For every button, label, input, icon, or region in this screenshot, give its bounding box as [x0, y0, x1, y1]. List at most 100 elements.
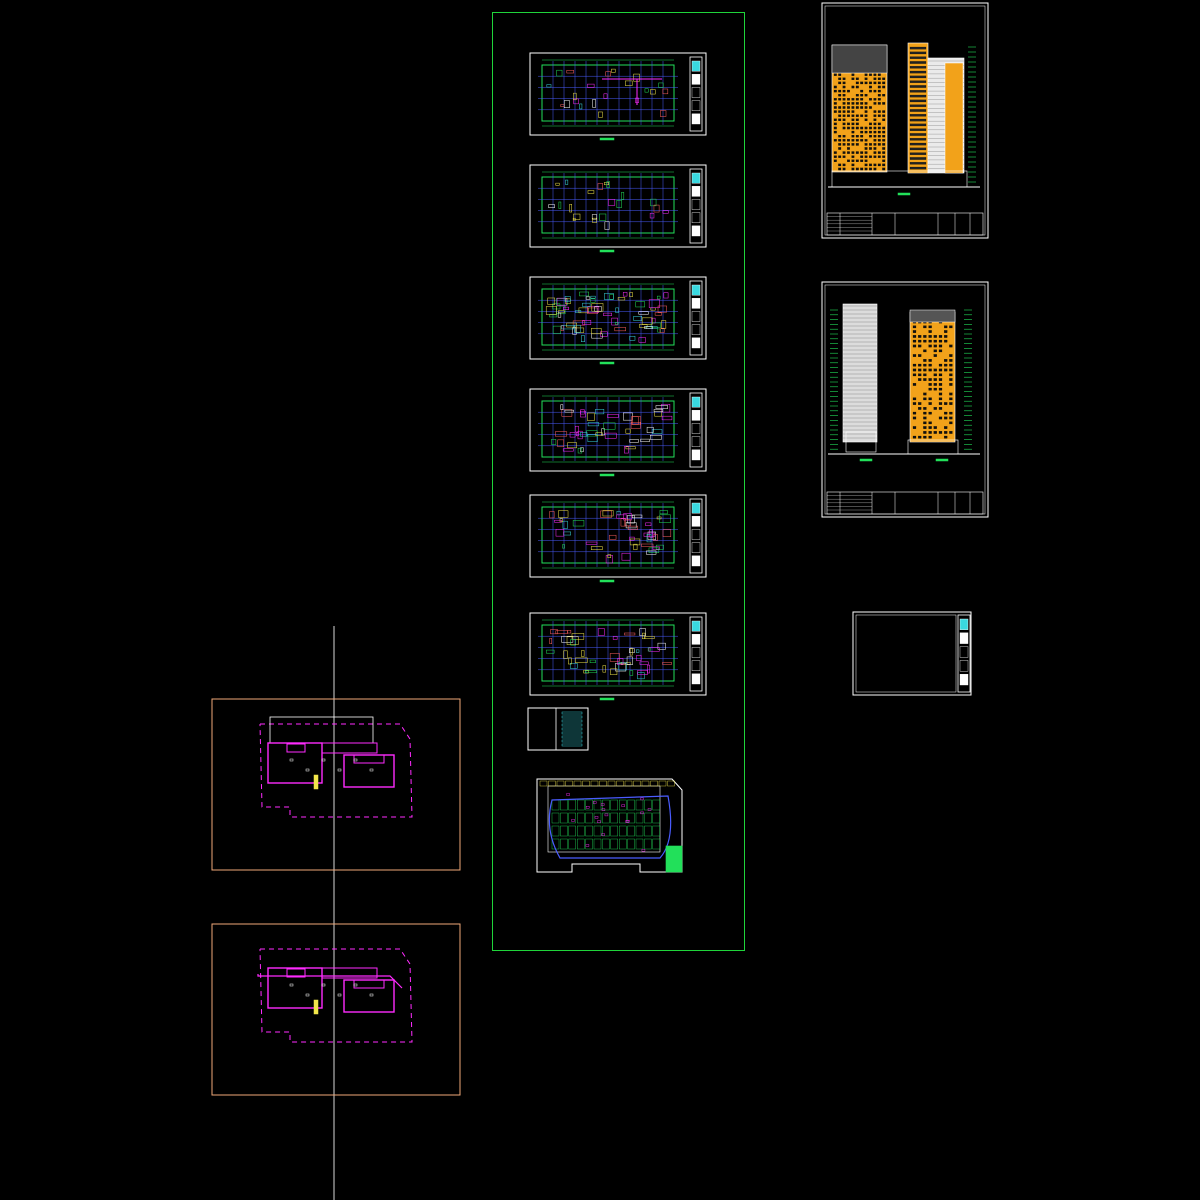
parking-stall [568, 799, 576, 811]
title-block-cell [691, 87, 701, 98]
window-band [909, 152, 927, 155]
window [864, 167, 868, 171]
window [918, 335, 922, 338]
blank-sheet[interactable] [852, 611, 972, 696]
title-block-cell [691, 449, 701, 461]
window [873, 118, 877, 121]
window [877, 110, 881, 113]
window [838, 93, 842, 97]
room-detail [569, 204, 572, 213]
parking-stall [619, 799, 627, 811]
window [912, 402, 917, 405]
window [869, 126, 872, 130]
window [949, 359, 953, 362]
room-detail [575, 425, 579, 433]
room-detail [601, 428, 605, 436]
window [918, 402, 922, 405]
room-detail [566, 322, 577, 328]
window [933, 387, 937, 391]
window [918, 339, 922, 343]
room-detail [654, 312, 662, 316]
stair-core [286, 743, 306, 753]
site-plan-sheet[interactable] [536, 778, 683, 873]
window [847, 122, 850, 126]
room-tag [321, 983, 326, 987]
room-detail [662, 88, 669, 95]
window [860, 159, 864, 162]
elevation-sheet[interactable] [821, 281, 989, 518]
room-detail [642, 632, 646, 640]
window [842, 85, 846, 89]
window [860, 81, 864, 85]
elevation-sheet[interactable] [821, 2, 989, 239]
floor-plan-sheet[interactable] [529, 612, 707, 701]
window [855, 114, 859, 117]
window [912, 383, 917, 386]
room-detail [629, 538, 641, 546]
room-detail [658, 82, 664, 88]
legend-row [561, 739, 583, 743]
window [912, 363, 917, 367]
window [842, 122, 846, 126]
floor-plan-sheet[interactable] [529, 388, 707, 477]
legend-row [561, 719, 583, 723]
room-detail [645, 522, 652, 526]
room-detail [644, 326, 653, 329]
window [882, 85, 886, 89]
room-detail [564, 409, 574, 413]
floor-plan-sheet[interactable] [529, 276, 707, 365]
window [873, 73, 877, 76]
room-detail [646, 550, 657, 555]
title-block-cell [959, 632, 969, 644]
window [912, 335, 917, 338]
window [949, 421, 953, 425]
room-detail [587, 422, 600, 427]
parking-stall [627, 812, 635, 824]
outline-plan-sheet[interactable] [211, 923, 461, 1096]
facade-tower-orange [909, 311, 956, 443]
room-detail [552, 325, 561, 334]
room-detail [590, 328, 602, 335]
floor-plan-sheet[interactable] [529, 164, 707, 253]
legend-sheet[interactable] [527, 707, 589, 751]
floor-plan-sheets [529, 52, 707, 701]
parking-stall [610, 825, 618, 837]
window-band [909, 66, 927, 69]
window [923, 325, 927, 329]
outline-plan-sheets [211, 698, 461, 1096]
window [838, 77, 842, 80]
window [864, 130, 868, 134]
window [873, 77, 877, 80]
room-detail [571, 633, 585, 640]
window [918, 368, 922, 372]
window [923, 373, 927, 377]
window [851, 122, 855, 126]
title-block-cell [691, 60, 701, 72]
floor-plan-sheet[interactable] [529, 52, 707, 141]
window [949, 411, 953, 415]
site-detail [585, 844, 590, 847]
window [855, 143, 859, 146]
room-detail [637, 672, 645, 680]
column [313, 999, 319, 1015]
floor-plan-sheet[interactable] [529, 494, 707, 583]
window [855, 118, 859, 121]
title-block [689, 168, 703, 244]
window [928, 330, 932, 333]
room-tag [289, 758, 294, 762]
room-detail [587, 307, 598, 314]
sheet-group-frame[interactable] [492, 12, 745, 951]
window [851, 130, 855, 134]
outline-plan-sheet[interactable] [211, 698, 461, 871]
room-detail [639, 661, 649, 665]
window [833, 139, 837, 142]
room-detail [633, 316, 643, 321]
room-detail [566, 636, 579, 645]
room-detail [635, 301, 646, 308]
parking-stall-top [573, 780, 582, 787]
window-band [909, 56, 927, 59]
room-detail [591, 303, 604, 312]
window [877, 73, 881, 76]
parking-stall [560, 825, 568, 837]
